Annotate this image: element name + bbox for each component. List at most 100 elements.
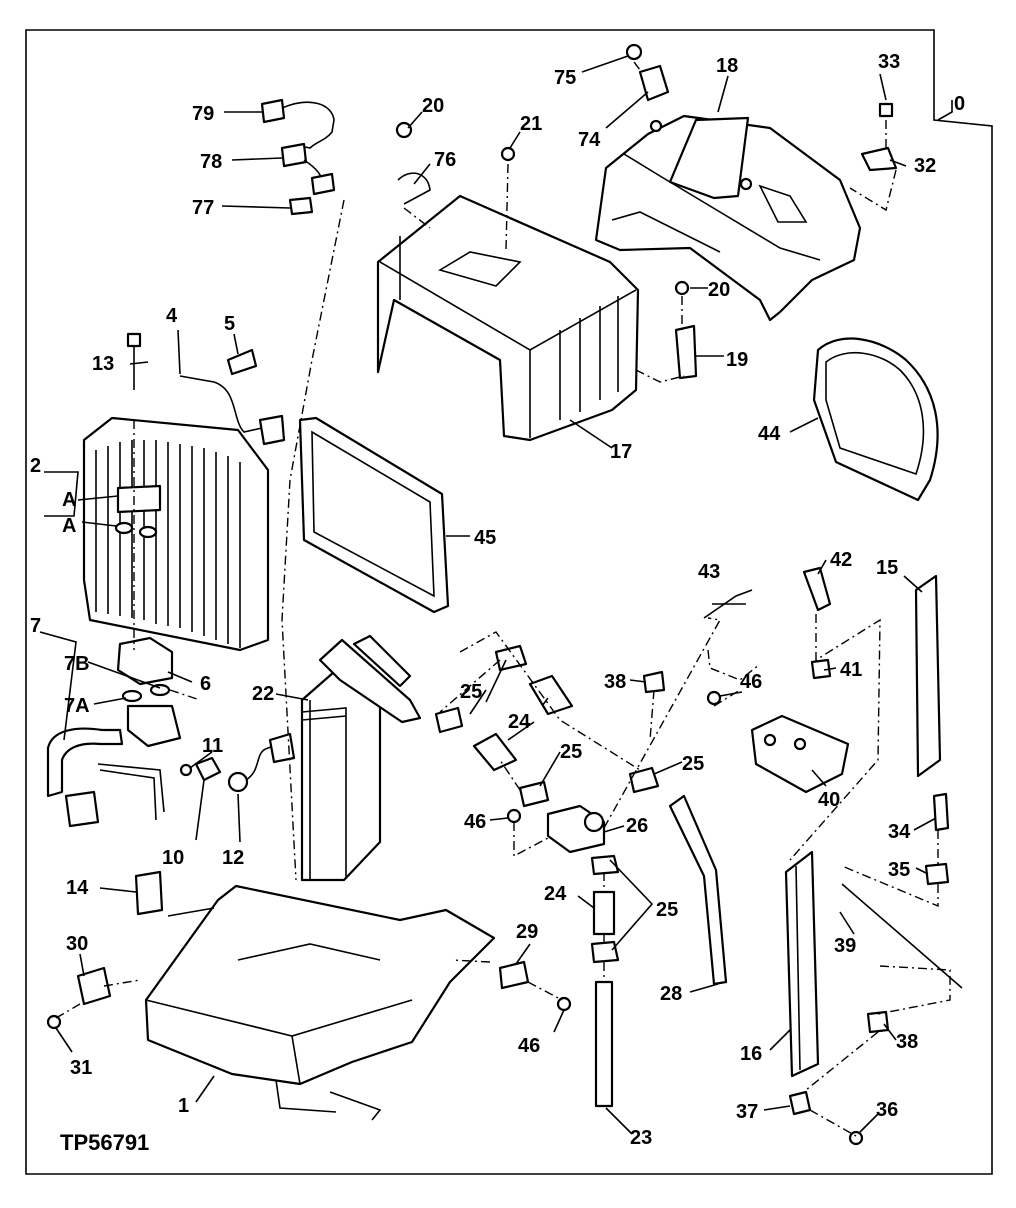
callout-20-top: 20 <box>422 95 444 117</box>
clamp-25-f <box>590 940 620 964</box>
harness-79 <box>281 101 335 149</box>
callout-37: 37 <box>736 1101 758 1123</box>
callout-17: 17 <box>610 441 632 463</box>
heater-core <box>300 634 422 882</box>
refrigerant-hose-assembly <box>46 704 182 828</box>
callout-20-side: 20 <box>708 279 730 301</box>
callout-43: 43 <box>698 561 720 583</box>
upper-duct-cover <box>594 114 862 322</box>
callout-labels: 0 1 2 A A 4 5 6 7 7A 7B 10 11 12 13 14 1… <box>30 51 965 1149</box>
callout-19: 19 <box>726 349 748 371</box>
hose-24-upper <box>528 674 574 716</box>
clip-5 <box>226 348 258 376</box>
callout-21: 21 <box>520 113 542 135</box>
tube-28 <box>668 794 728 986</box>
callout-26: 26 <box>626 815 648 837</box>
seal-45 <box>298 416 450 614</box>
callout-30: 30 <box>66 933 88 955</box>
expansion-valve <box>116 636 174 686</box>
clip-30 <box>76 966 112 1006</box>
lower-case <box>144 884 496 1121</box>
callout-44: 44 <box>758 423 781 445</box>
callout-23: 23 <box>630 1127 652 1149</box>
clip-76 <box>397 172 431 205</box>
clamp-25-b <box>434 706 464 734</box>
leader-lines <box>39 55 953 1135</box>
clip-38-lower <box>866 1010 890 1034</box>
screw-46-actuator <box>706 690 722 706</box>
callout-76: 76 <box>434 149 456 171</box>
callout-18: 18 <box>716 55 738 77</box>
callout-25-c: 25 <box>682 753 704 775</box>
clip-11 <box>179 763 193 777</box>
callout-22: 22 <box>252 683 274 705</box>
callout-74: 74 <box>578 129 601 151</box>
callout-34: 34 <box>888 821 911 843</box>
clip-37 <box>788 1090 812 1116</box>
callout-11: 11 <box>202 735 223 757</box>
callout-24-upper: 24 <box>508 711 531 733</box>
callout-1: 1 <box>178 1095 189 1117</box>
hose-23 <box>594 980 614 1108</box>
screw-31 <box>46 1014 62 1030</box>
sensor-wire <box>245 741 287 781</box>
callout-16: 16 <box>740 1043 762 1065</box>
bracket-14 <box>134 870 164 916</box>
callout-46-actuator: 46 <box>740 671 762 693</box>
callout-31: 31 <box>70 1057 92 1079</box>
o-ring-7a <box>121 689 143 703</box>
clamp-25-d <box>628 766 660 794</box>
callout-28: 28 <box>660 983 682 1005</box>
clip-29 <box>498 960 530 990</box>
callout-5: 5 <box>224 313 235 335</box>
callout-2: 2 <box>30 455 41 477</box>
callout-46-valve: 46 <box>464 811 486 833</box>
clip-35 <box>924 862 950 886</box>
callout-25-b: 25 <box>560 741 582 763</box>
callout-79: 79 <box>192 103 214 125</box>
callout-38-upper: 38 <box>604 671 626 693</box>
pressure-switch <box>194 756 222 782</box>
clip-41 <box>810 658 832 680</box>
callout-4: 4 <box>166 305 178 327</box>
bolt-13 <box>126 332 142 390</box>
clip-77 <box>288 196 314 216</box>
callout-24-lower: 24 <box>544 883 567 905</box>
callout-29: 29 <box>516 921 538 943</box>
upper-case <box>376 194 640 442</box>
screw-36 <box>848 1130 864 1146</box>
callout-36: 36 <box>876 1099 898 1121</box>
filter-15 <box>914 574 942 778</box>
callout-40: 40 <box>818 789 840 811</box>
callout-10: 10 <box>162 847 184 869</box>
callout-25-d: 25 <box>656 899 678 921</box>
callout-41: 41 <box>840 659 862 681</box>
actuator-40 <box>750 714 850 794</box>
screw-46-valve <box>506 808 522 824</box>
evaporator-core <box>82 416 270 652</box>
damper-link-74 <box>638 64 670 102</box>
screw-20-top <box>395 121 413 139</box>
callout-39: 39 <box>834 935 856 957</box>
bracket-19 <box>674 324 698 380</box>
rod-39 <box>841 883 963 989</box>
filter-16 <box>784 850 820 1078</box>
thermistor-connector <box>258 414 286 446</box>
screw-75 <box>625 43 643 61</box>
sensor-bulb <box>227 771 249 793</box>
clip-32 <box>860 146 898 172</box>
reference-code: TP56791 <box>60 1130 149 1155</box>
seal-44 <box>812 337 939 502</box>
diagram-frame <box>25 29 993 1175</box>
callout-33: 33 <box>878 51 900 73</box>
callout-0: 0 <box>954 93 965 115</box>
link-42 <box>802 566 832 612</box>
callout-13: 13 <box>92 353 114 375</box>
callout-7b: 7B <box>64 653 90 675</box>
callout-77: 77 <box>192 197 214 219</box>
callout-35: 35 <box>888 859 910 881</box>
screw-21 <box>500 146 516 162</box>
callout-32: 32 <box>914 155 936 177</box>
callout-a-2: A <box>62 515 76 537</box>
